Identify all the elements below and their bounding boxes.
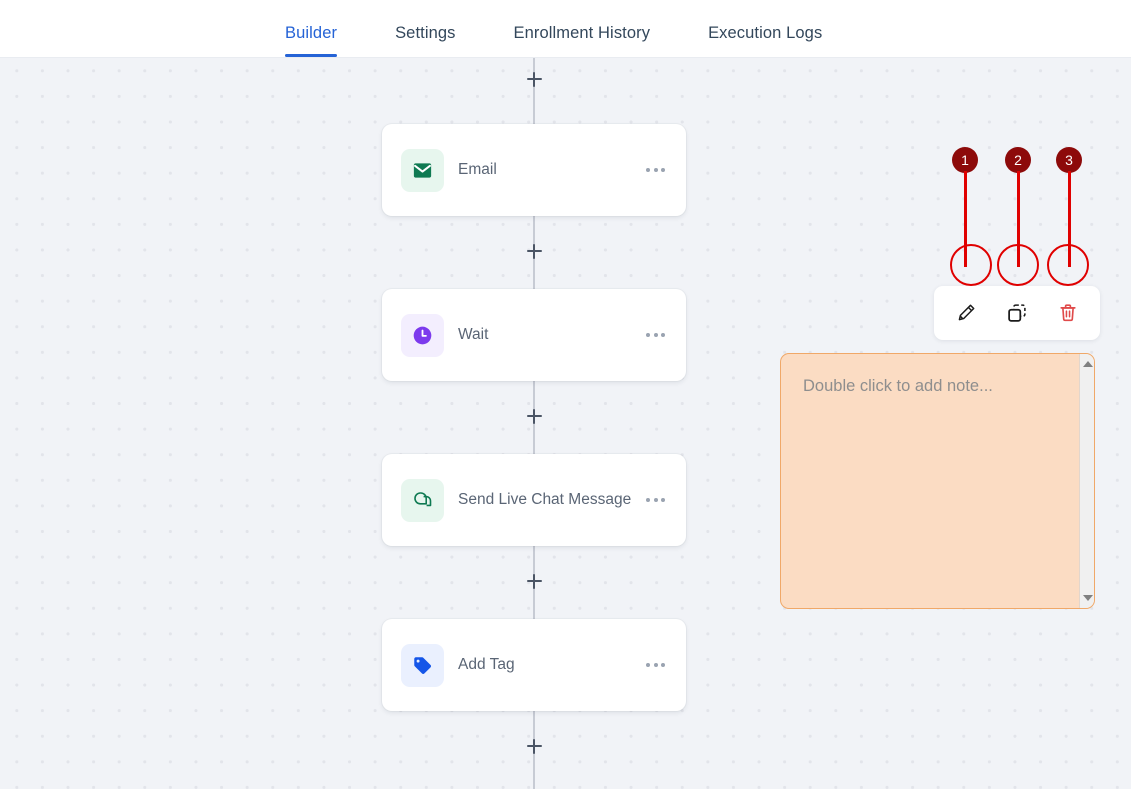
sticky-note-scrollbar[interactable] bbox=[1079, 354, 1094, 608]
envelope-icon bbox=[401, 148, 444, 192]
workflow-node-add-tag-label: Add Tag bbox=[458, 656, 515, 673]
triangle-down-icon[interactable] bbox=[1080, 590, 1094, 606]
sticky-note-toolbar bbox=[934, 286, 1100, 340]
tab-settings[interactable]: Settings bbox=[395, 24, 455, 57]
edit-note-button[interactable] bbox=[949, 296, 983, 330]
tab-list: Builder Settings Enrollment History Exec… bbox=[285, 0, 822, 57]
add-step-button-4[interactable] bbox=[523, 735, 545, 757]
tab-builder-label: Builder bbox=[285, 24, 338, 42]
annotation-badge-2: 2 bbox=[1005, 147, 1031, 173]
add-step-button-3[interactable] bbox=[523, 570, 545, 592]
pencil-icon bbox=[955, 302, 977, 324]
sticky-note-placeholder: Double click to add note... bbox=[803, 377, 993, 395]
annotation-badge-1: 1 bbox=[952, 147, 978, 173]
annotation-ring-1 bbox=[950, 244, 992, 286]
annotation-line-1 bbox=[964, 171, 967, 267]
workflow-node-send-live-chat-message[interactable]: Send Live Chat Message bbox=[382, 454, 686, 546]
annotation-ring-2 bbox=[997, 244, 1039, 286]
tab-enrollment-history-label: Enrollment History bbox=[513, 24, 651, 42]
annotation-line-2 bbox=[1017, 171, 1020, 267]
chat-bubbles-icon bbox=[401, 478, 444, 522]
tab-settings-label: Settings bbox=[395, 24, 456, 42]
sticky-note[interactable]: Double click to add note... bbox=[780, 353, 1095, 609]
triangle-up-icon[interactable] bbox=[1080, 356, 1094, 372]
delete-note-button[interactable] bbox=[1051, 296, 1085, 330]
trash-icon bbox=[1057, 302, 1079, 324]
workflow-node-wait-label: Wait bbox=[458, 326, 489, 343]
add-step-button-1[interactable] bbox=[523, 240, 545, 262]
add-step-button-0[interactable] bbox=[523, 68, 545, 90]
workflow-node-send-live-chat-message-label: Send Live Chat Message bbox=[458, 491, 632, 508]
workflow-node-add-tag[interactable]: Add Tag bbox=[382, 619, 686, 711]
workflow-node-email[interactable]: Email bbox=[382, 124, 686, 216]
tag-icon bbox=[401, 643, 444, 687]
duplicate-note-button[interactable] bbox=[1000, 296, 1034, 330]
top-tab-bar: Builder Settings Enrollment History Exec… bbox=[0, 0, 1131, 58]
clock-icon bbox=[401, 313, 444, 357]
annotation-line-3 bbox=[1068, 171, 1071, 267]
tab-execution-logs-label: Execution Logs bbox=[708, 24, 823, 42]
tab-execution-logs[interactable]: Execution Logs bbox=[708, 24, 822, 57]
workflow-node-email-menu[interactable] bbox=[644, 162, 667, 178]
tab-enrollment-history[interactable]: Enrollment History bbox=[513, 24, 650, 57]
annotation-badge-3: 3 bbox=[1056, 147, 1082, 173]
workflow-node-send-live-chat-message-menu[interactable] bbox=[644, 492, 667, 508]
workflow-node-wait[interactable]: Wait bbox=[382, 289, 686, 381]
workflow-node-add-tag-menu[interactable] bbox=[644, 657, 667, 673]
workflow-node-wait-menu[interactable] bbox=[644, 327, 667, 343]
duplicate-icon bbox=[1006, 302, 1028, 324]
add-step-button-2[interactable] bbox=[523, 405, 545, 427]
tab-builder[interactable]: Builder bbox=[285, 24, 338, 57]
workflow-canvas[interactable]: Email Wait bbox=[0, 58, 1131, 789]
workflow-node-email-label: Email bbox=[458, 161, 497, 178]
annotation-ring-3 bbox=[1047, 244, 1089, 286]
